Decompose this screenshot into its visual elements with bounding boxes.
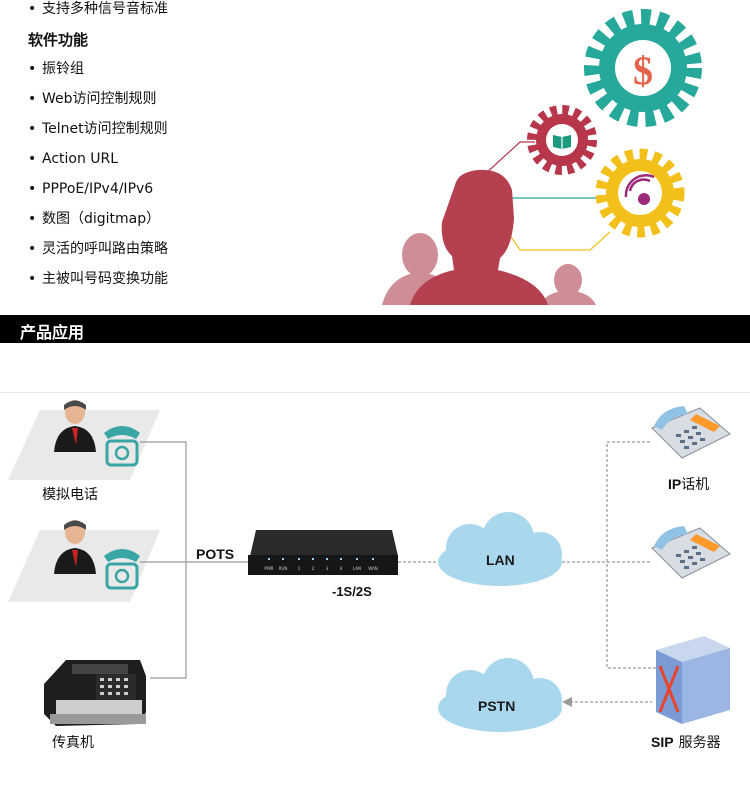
lan-cloud-icon bbox=[438, 512, 562, 586]
feature-item: 数图（digitmap） bbox=[28, 210, 160, 228]
software-features-heading: 软件功能 bbox=[28, 31, 89, 49]
business-person-icon bbox=[54, 400, 96, 452]
fax-label: 传真机 bbox=[52, 735, 94, 751]
feature-item: Action URL bbox=[28, 150, 118, 168]
sip-label-prefix: SIP bbox=[651, 734, 674, 750]
port-label: 4 bbox=[340, 566, 343, 571]
sip-server-icon bbox=[656, 636, 730, 724]
pstn-label: PSTN bbox=[478, 698, 516, 714]
fax-machine-icon bbox=[44, 660, 146, 726]
pots-label: POTS bbox=[196, 546, 235, 562]
divider bbox=[0, 392, 750, 393]
feature-item-signal-tones: 支持多种信号音标准 bbox=[28, 0, 168, 18]
port-label: PWR bbox=[264, 566, 273, 571]
ip-phone-icon bbox=[651, 406, 731, 459]
lan-endpoint-links bbox=[562, 441, 656, 669]
teal-gear-icon bbox=[584, 9, 702, 127]
sip-server-label: SIP 服务器 bbox=[651, 732, 721, 752]
business-person-icon bbox=[54, 520, 96, 574]
gear-connector-lines bbox=[469, 141, 611, 251]
analog-phone-label: 模拟电话 bbox=[42, 487, 98, 503]
feature-list: 支持多种信号音标准 软件功能 振铃组 Web访问控制规则 Telnet访问控制规… bbox=[0, 0, 380, 310]
port-label: RUN bbox=[279, 566, 288, 571]
yellow-gear-icon bbox=[595, 148, 685, 238]
gateway-device-icon bbox=[248, 530, 398, 575]
pstn-cloud-icon bbox=[438, 658, 562, 732]
section-title-bar: 产品应用 bbox=[0, 315, 750, 343]
crimson-gear-icon bbox=[527, 105, 597, 175]
feature-item: Telnet访问控制规则 bbox=[28, 120, 168, 138]
ip-phone-label-suffix: 话机 bbox=[681, 477, 710, 493]
people-silhouette-icon bbox=[382, 169, 596, 305]
ip-phone-label-prefix: IP bbox=[668, 476, 682, 492]
section-title: 产品应用 bbox=[20, 323, 85, 342]
analog-phone-tile-top bbox=[8, 410, 160, 480]
lan-label: LAN bbox=[486, 552, 515, 568]
device-model-label: -1S/2S bbox=[332, 584, 372, 599]
feature-item: 灵活的呼叫路由策略 bbox=[28, 240, 168, 258]
ip-phone-icon bbox=[651, 526, 731, 579]
port-label: 2 bbox=[312, 566, 315, 571]
port-label: 1 bbox=[298, 566, 301, 571]
port-label: WAN bbox=[368, 566, 377, 571]
dollar-symbol: $ bbox=[633, 48, 653, 93]
feature-item: PPPoE/IPv4/IPv6 bbox=[28, 180, 153, 198]
analog-phone-tile-bottom bbox=[8, 530, 160, 602]
port-label: 3 bbox=[326, 566, 329, 571]
port-label: LAN bbox=[353, 566, 361, 571]
device-port-labels: PWR RUN 1 2 3 4 LAN WAN bbox=[264, 566, 377, 571]
sip-label-suffix: 服务器 bbox=[678, 735, 721, 751]
feature-item: 振铃组 bbox=[28, 60, 84, 78]
feature-item: Web访问控制规则 bbox=[28, 90, 157, 108]
analog-telephone-icon bbox=[104, 549, 140, 590]
analog-telephone-icon bbox=[104, 426, 140, 467]
ip-phone-label: IP话机 bbox=[668, 474, 709, 494]
feature-item: 主被叫号码变换功能 bbox=[28, 270, 168, 288]
sip-pstn-link bbox=[562, 697, 652, 707]
